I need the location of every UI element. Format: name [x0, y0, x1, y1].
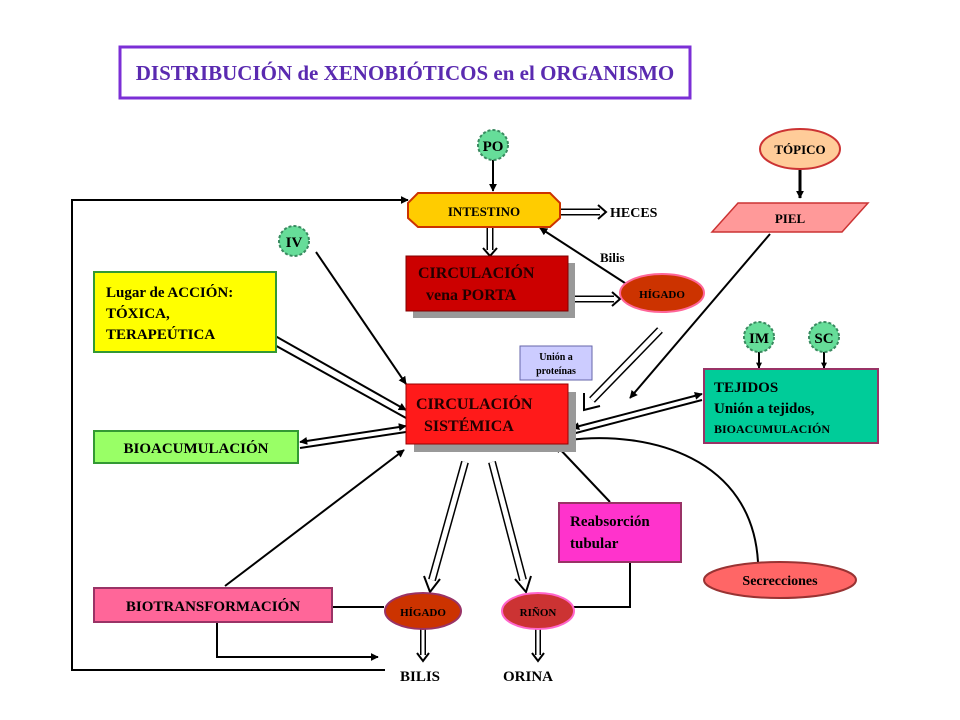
reabsorcion-line1: Reabsorción: [570, 514, 650, 530]
arrow-loop-left: [71, 196, 409, 671]
piel-label: PIEL: [775, 211, 806, 226]
heces-label: HECES: [610, 206, 658, 221]
im-label: IM: [749, 331, 769, 347]
tejidos-line1: TEJIDOS: [714, 380, 778, 396]
im-route-circle: [743, 321, 775, 353]
arrow-tejidos-sistemica: [571, 391, 703, 431]
arrow-reabs-sistemica: [555, 444, 611, 503]
secreciones-label: Secrecciones: [742, 574, 818, 589]
intestino-octagon: [407, 192, 561, 228]
arrow-bioacum-sistemica: [299, 423, 407, 445]
arrow-iv-sistemica: [315, 251, 407, 385]
connectors: [71, 160, 827, 671]
intestino-label: INTESTINO: [448, 204, 520, 219]
accion-line2: TÓXICA,: [106, 305, 170, 322]
higado-bottom-ellipse: [384, 592, 462, 630]
higado-top-ellipse: [619, 273, 705, 313]
portal-label-line1: CIRCULACIÓN: [418, 263, 535, 282]
systemic-circulation-box: [405, 383, 569, 445]
higado-top-label: HÍGADO: [639, 289, 685, 301]
bioacumulacion-label: BIOACUMULACIÓN: [123, 440, 268, 457]
tejidos-line2: Unión a tejidos,: [714, 401, 815, 417]
accion-box: [93, 271, 277, 353]
reabsorcion-box: [558, 502, 682, 563]
arrow-piel-sistemica: [629, 233, 771, 399]
tejidos-box: [703, 368, 879, 444]
line-rinon-reabs: [558, 563, 631, 608]
portal-circulation-box: [405, 255, 569, 312]
iv-label: IV: [286, 235, 303, 251]
bilis-small-label: Bilis: [600, 250, 625, 265]
arrow-biotrans-sistemica: [224, 449, 405, 587]
union-line2: proteínas: [536, 366, 576, 377]
piel-parallelogram: [710, 202, 870, 233]
arrow-biotrans-bilis: [216, 622, 379, 661]
union-proteinas-box: [519, 345, 593, 381]
arrow-secreciones-sistemica: [567, 435, 759, 563]
topico-label: TÓPICO: [774, 142, 825, 157]
accion-line3: TERAPEÚTICA: [106, 326, 215, 343]
reabsorcion-line2: tubular: [570, 536, 619, 552]
biotransformacion-box: [93, 587, 333, 623]
bioacumulacion-box: [93, 430, 299, 464]
po-route-circle: [477, 129, 509, 161]
portal-label-line2: vena PORTA: [426, 287, 517, 304]
sc-label: SC: [814, 331, 833, 347]
topico-ellipse: [759, 128, 841, 170]
union-line1: Unión a: [539, 352, 573, 363]
po-label: PO: [483, 139, 504, 155]
sc-route-circle: [808, 321, 840, 353]
accion-line1: Lugar de ACCIÓN:: [106, 284, 233, 301]
arrow-higado-intestino: [539, 227, 629, 286]
rinon-ellipse: [501, 592, 575, 630]
diagram-title: DISTRIBUCIÓN de XENOBIÓTICOS en el ORGAN…: [136, 61, 675, 85]
iv-route-circle: [278, 225, 310, 257]
rinon-label: RIÑON: [520, 607, 557, 619]
title-frame: [118, 45, 692, 100]
secreciones-ellipse: [703, 561, 857, 599]
bilis-output-label: BILIS: [400, 669, 440, 685]
biotransformacion-label: BIOTRANSFORMACIÓN: [126, 598, 300, 615]
sistemica-line1: CIRCULACIÓN: [416, 394, 533, 413]
arrow-accion-sistemica: [253, 323, 407, 411]
sistemica-line2: SISTÉMICA: [424, 416, 514, 435]
tejidos-line3: BIOACUMULACIÓN: [714, 422, 830, 436]
higado-bottom-label: HÍGADO: [400, 607, 446, 619]
orina-output-label: ORINA: [503, 669, 553, 685]
